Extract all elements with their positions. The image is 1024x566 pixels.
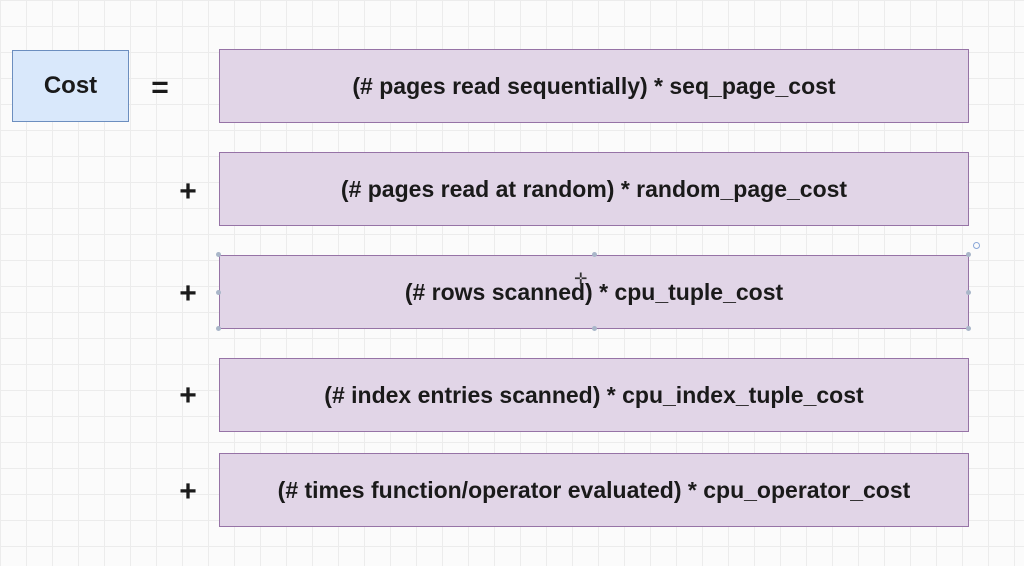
term-box-seq-page[interactable]: (# pages read sequentially) * seq_page_c…	[219, 49, 969, 123]
term-box-tuple[interactable]: (# rows scanned) * cpu_tuple_cost	[219, 255, 969, 329]
term-box-index-tuple[interactable]: (# index entries scanned) * cpu_index_tu…	[219, 358, 969, 432]
selection-handle-right[interactable]	[966, 290, 971, 295]
term-text: (# index entries scanned) * cpu_index_tu…	[324, 381, 864, 408]
crosshair-cursor-icon: ✛	[574, 271, 588, 288]
selection-handle-bottom[interactable]	[592, 326, 597, 331]
selection-handle-bottom-left[interactable]	[216, 326, 221, 331]
selection-handle-left[interactable]	[216, 290, 221, 295]
selection-handle-top[interactable]	[592, 252, 597, 257]
term-text: (# pages read sequentially) * seq_page_c…	[352, 72, 836, 99]
rotate-handle-icon[interactable]	[973, 242, 980, 249]
equals-sign: =	[151, 71, 169, 104]
cost-label: Cost	[43, 72, 98, 99]
selection-handle-bottom-right[interactable]	[966, 326, 971, 331]
selection-handle-top-left[interactable]	[216, 252, 221, 257]
plus-operator: +	[179, 277, 197, 310]
term-box-operator[interactable]: (# times function/operator evaluated) * …	[219, 453, 969, 527]
term-text: (# pages read at random) * random_page_c…	[340, 175, 848, 202]
term-text: (# rows scanned) * cpu_tuple_cost	[404, 278, 784, 305]
term-text: (# times function/operator evaluated) * …	[277, 476, 911, 503]
term-box-random-page[interactable]: (# pages read at random) * random_page_c…	[219, 152, 969, 226]
selection-handle-top-right[interactable]	[966, 252, 971, 257]
plus-operator: +	[179, 475, 197, 508]
cost-box[interactable]: Cost	[12, 50, 129, 122]
plus-operator: +	[179, 379, 197, 412]
plus-operator: +	[179, 175, 197, 208]
